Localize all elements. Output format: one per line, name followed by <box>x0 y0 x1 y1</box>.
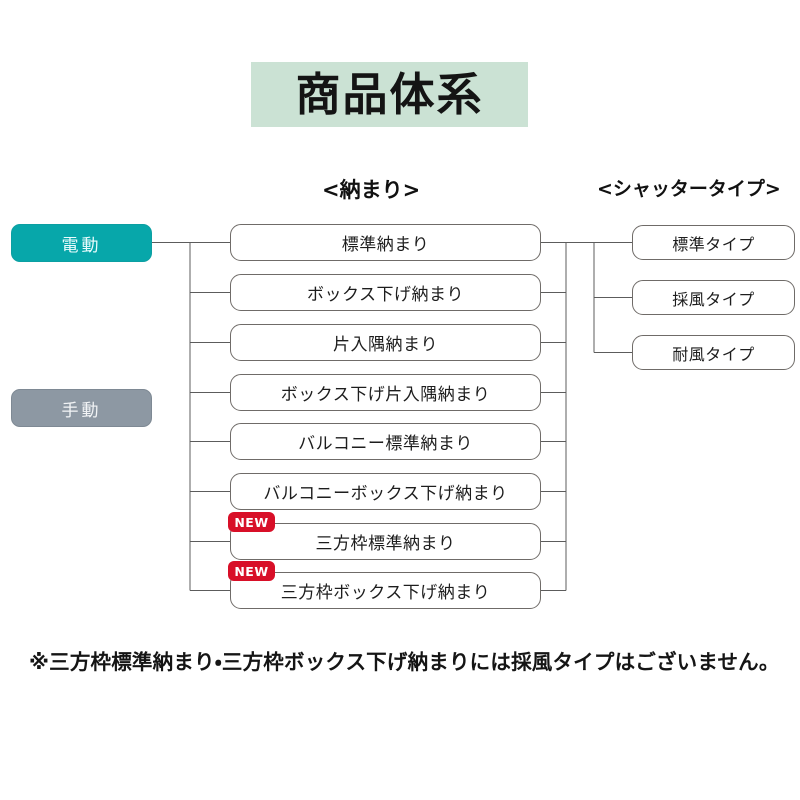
naomari-node-5[interactable]: バルコニー標準納まり <box>230 423 541 460</box>
naomari-node-2-label: ボックス下げ納まり <box>307 285 464 305</box>
shutter-type-node-1[interactable]: 標準タイプ <box>632 225 795 260</box>
page-title: 商品体系 <box>295 68 484 121</box>
root-node-dendo[interactable]: 電動 <box>11 224 152 262</box>
shutter-type-node-2-label: 採風タイプ <box>672 289 755 309</box>
naomari-node-3-label: 片入隅納まり <box>333 335 438 355</box>
naomari-node-2[interactable]: ボックス下げ納まり <box>230 274 541 311</box>
shutter-type-node-1-label: 標準タイプ <box>672 234 755 254</box>
naomari-node-1-label: 標準納まり <box>341 235 430 255</box>
naomari-node-4-label: ボックス下げ片入隅納まり <box>280 385 491 405</box>
naomari-node-4[interactable]: ボックス下げ片入隅納まり <box>230 374 541 411</box>
naomari-node-5-label: バルコニー標準納まり <box>298 434 473 454</box>
naomari-node-7[interactable]: 三方枠標準納まり <box>230 523 541 560</box>
shutter-type-node-2[interactable]: 採風タイプ <box>632 280 795 315</box>
footnote-text: ※三方枠標準納まり・三方枠ボックス下げ納まりには採風タイプはございません。 <box>29 650 780 674</box>
column-header-naomari: <納まり> <box>322 178 421 202</box>
naomari-node-1[interactable]: 標準納まり <box>230 224 541 261</box>
naomari-node-7-label: 三方枠標準納まり <box>315 534 456 554</box>
root-node-dendo-label: 電動 <box>61 235 102 256</box>
root-node-shudo-label: 手動 <box>61 400 102 421</box>
shutter-type-node-3-label: 耐風タイプ <box>672 344 755 364</box>
naomari-node-6-label: バルコニーボックス下げ納まり <box>263 484 508 504</box>
root-node-shudo[interactable]: 手動 <box>11 389 152 427</box>
naomari-node-8-label: 三方枠ボックス下げ納まり <box>280 583 491 603</box>
column-header-shutter-type: <シャッタータイプ> <box>597 178 781 200</box>
shutter-type-node-3[interactable]: 耐風タイプ <box>632 335 795 370</box>
naomari-node-3[interactable]: 片入隅納まり <box>230 324 541 361</box>
new-badge-naomari-7: NEW <box>228 512 275 532</box>
new-badge-naomari-8: NEW <box>228 561 275 581</box>
naomari-node-8[interactable]: 三方枠ボックス下げ納まり <box>230 572 541 609</box>
page-title-banner: 商品体系 <box>251 62 528 127</box>
naomari-node-6[interactable]: バルコニーボックス下げ納まり <box>230 473 541 510</box>
